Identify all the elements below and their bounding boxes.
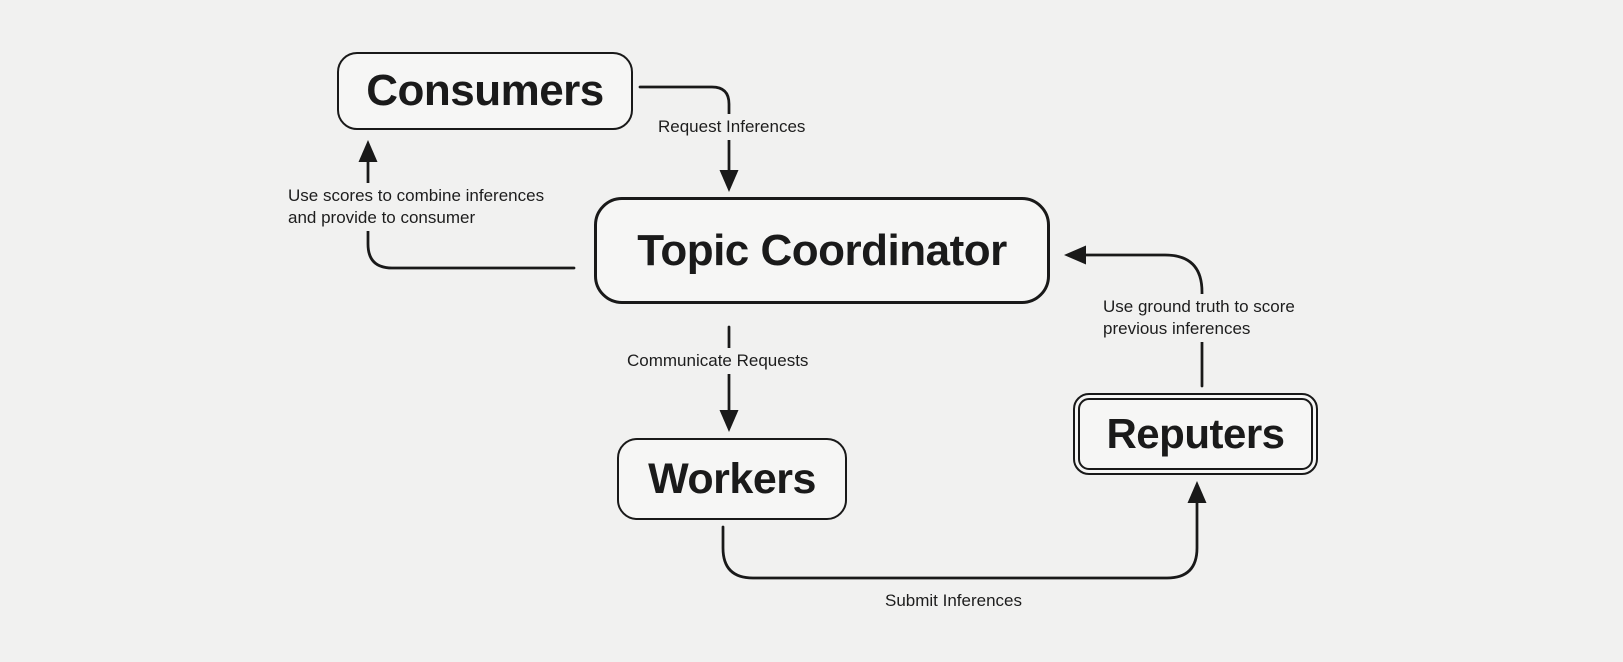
edge-request-inferences — [638, 85, 739, 192]
node-reputers: Reputers — [1073, 393, 1318, 475]
edge-use-ground-truth-line — [1084, 253, 1204, 388]
edge-label-request-inferences: Request Inferences — [654, 114, 810, 140]
edge-use-ground-truth — [1064, 245, 1204, 388]
edge-request-inferences-line — [638, 85, 731, 177]
edge-label-communicate-requests: Communicate Requests — [623, 348, 813, 374]
edge-use-scores — [358, 140, 576, 270]
arrowhead-left-icon — [1064, 245, 1086, 265]
arrowhead-up-icon — [358, 140, 378, 162]
edge-label-use-ground-truth: Use ground truth to score previous infer… — [1099, 294, 1299, 342]
edge-label-use-scores: Use scores to combine inferences and pro… — [284, 183, 549, 231]
node-topic-coordinator: Topic Coordinator — [594, 197, 1050, 304]
arrowhead-down-icon — [719, 170, 739, 192]
node-workers: Workers — [617, 438, 847, 520]
node-consumers: Consumers — [337, 52, 633, 130]
edge-use-scores-line — [366, 160, 576, 270]
arrowhead-down-icon — [719, 410, 739, 432]
edge-communicate-requests — [719, 325, 739, 432]
edge-submit-inferences-line — [721, 500, 1199, 580]
edge-label-submit-inferences: Submit Inferences — [881, 588, 1027, 614]
arrowhead-up-icon — [1187, 481, 1207, 503]
edge-submit-inferences — [721, 481, 1207, 580]
node-reputers-inner-border: Reputers — [1078, 398, 1313, 470]
